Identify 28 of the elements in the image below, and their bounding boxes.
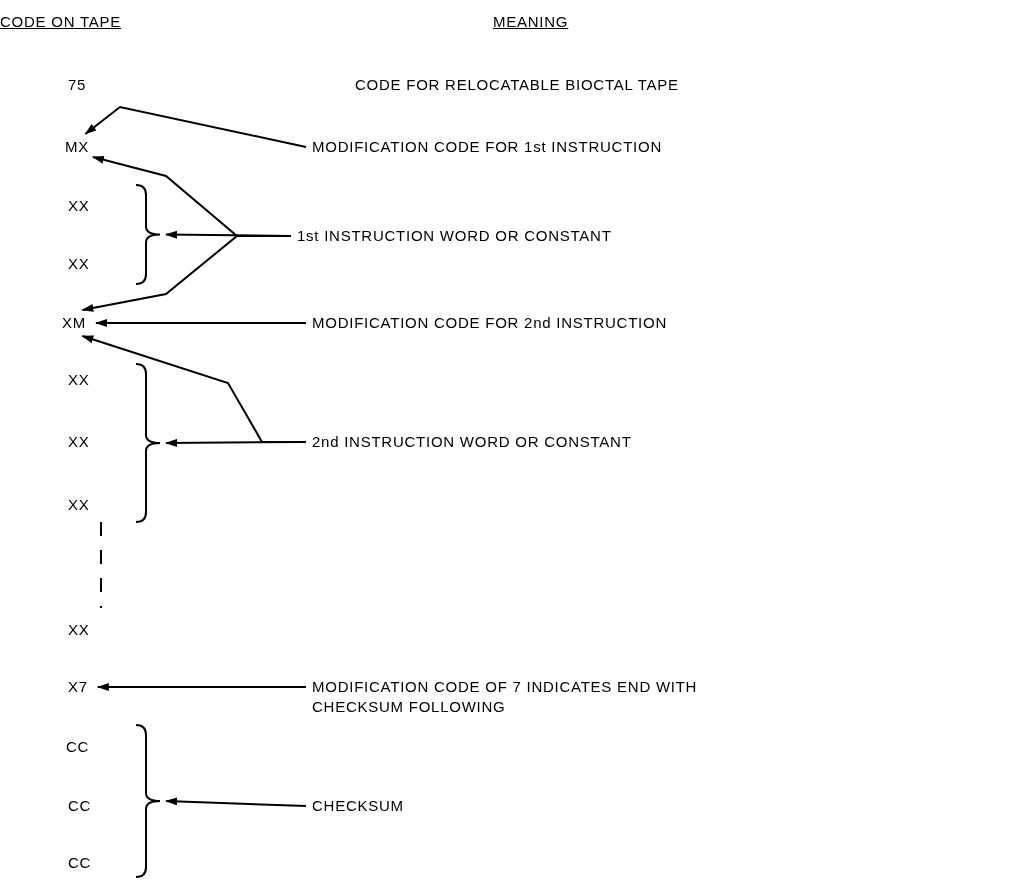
tape-code: XX — [68, 254, 90, 274]
arrow — [96, 683, 307, 691]
tape-code: MX — [65, 137, 89, 157]
meaning-text: MODIFICATION CODE FOR 1st INSTRUCTION — [312, 137, 662, 157]
tape-code: CC — [68, 853, 92, 873]
column-header: MEANING — [493, 12, 569, 32]
arrow — [81, 235, 292, 312]
arrow — [84, 105, 307, 148]
tape-code: XX — [68, 370, 90, 390]
arrow — [95, 319, 307, 327]
tape-code: XX — [68, 620, 90, 640]
tape-code: 75 — [68, 75, 87, 95]
tape-code: CC — [66, 737, 90, 757]
meaning-text: MODIFICATION CODE OF 7 INDICATES END WITH CHECKSUM FOLLOWING — [312, 677, 699, 717]
arrow — [81, 335, 307, 443]
tape-code: XX — [68, 196, 90, 216]
tape-code: XX — [68, 495, 90, 515]
tape-code: XX — [68, 432, 90, 452]
meaning-text: CODE FOR RELOCATABLE BIOCTAL TAPE — [355, 75, 679, 95]
arrow — [165, 797, 307, 807]
meaning-text: MODIFICATION CODE FOR 2nd INSTRUCTION — [312, 313, 667, 333]
tape-code: XM — [62, 313, 86, 333]
column-header: CODE ON TAPE — [0, 12, 121, 32]
meaning-text: CHECKSUM — [312, 796, 404, 816]
meaning-text: 2nd INSTRUCTION WORD OR CONSTANT — [312, 432, 632, 452]
meaning-text: 1st INSTRUCTION WORD OR CONSTANT — [297, 226, 612, 246]
tape-code: CC — [68, 796, 92, 816]
tape-code: X7 — [68, 677, 88, 697]
